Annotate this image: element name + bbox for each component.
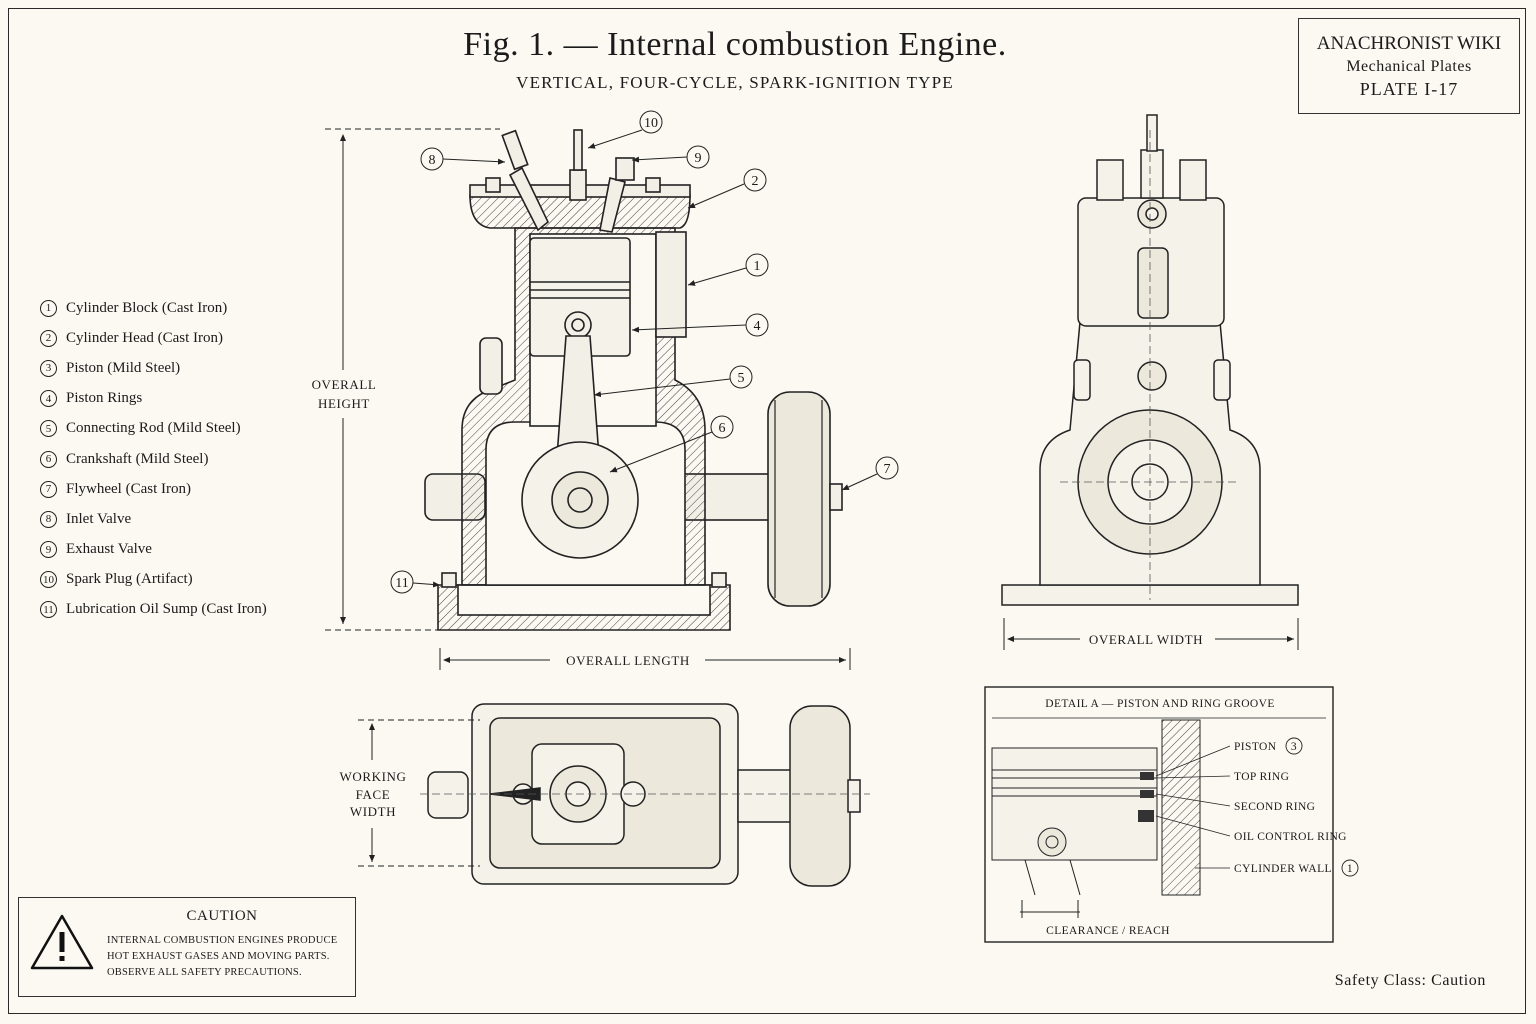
legend-label: Piston Rings [66,390,143,407]
legend-label: Flywheel (Cast Iron) [66,480,191,497]
legend-number: 4 [40,390,57,408]
callout-10: 10 [644,116,658,131]
callout-11: 11 [395,576,408,591]
legend-number: 2 [40,329,57,347]
legend-label: Cylinder Block (Cast Iron) [66,299,228,316]
legend-item: 10 Spark Plug (Artifact) [40,565,267,595]
legend-number: 5 [40,420,57,438]
overall-height-label-2: HEIGHT [318,396,370,411]
legend-item: 5 Connecting Rod (Mild Steel) [40,414,267,444]
parts-legend: 1 Cylinder Block (Cast Iron) 2 Cylinder He… [40,293,267,625]
callout-4: 4 [754,319,761,334]
figure-title: Fig. 1. — Internal combustion Engine. [463,26,1007,63]
legend-label: Connecting Rod (Mild Steel) [66,420,241,437]
legend-number: 3 [40,359,57,377]
detail-label-oil-ring: OIL CONTROL RING [1234,831,1347,843]
plate-info-box: ANACHRONIST WIKI Mechanical Plates PLATE… [1298,18,1520,114]
top-view [420,703,870,887]
caution-box: CAUTION INTERNAL COMBUSTION ENGINES PROD… [18,897,356,997]
overall-width-dimension [1003,618,1299,650]
legend-label: Exhaust Valve [66,541,152,558]
overall-height-dimension [325,128,500,631]
legend-label: Lubrication Oil Sump (Cast Iron) [66,601,267,618]
legend-item: 9 Exhaust Valve [40,535,267,565]
warning-triangle-icon [30,914,94,970]
working-face-label-3: WIDTH [350,804,396,819]
legend-item: 8 Inlet Valve [40,504,267,534]
plate-frame [8,8,1526,1014]
detail-label-second-ring: SECOND RING [1234,801,1315,813]
legend-item: 3 Piston (Mild Steel) [40,353,267,383]
figure-subtitle: VERTICAL, FOUR-CYCLE, SPARK-IGNITION TYP… [516,73,954,92]
detail-label-cylinder-wall: CYLINDER WALL [1234,863,1332,875]
legend-number: 1 [40,299,57,317]
overall-length-label: OVERALL LENGTH [566,653,690,668]
working-face-dimension [358,719,480,867]
front-view [1001,114,1299,606]
overall-width-label: OVERALL WIDTH [1089,632,1203,647]
legend-item: 1 Cylinder Block (Cast Iron) [40,293,267,323]
plate-number: PLATE I-17 [1359,79,1459,99]
legend-number: 9 [40,541,57,559]
legend-item: 4 Piston Rings [40,384,267,414]
callout-9: 9 [695,151,702,166]
callout-8: 8 [429,153,436,168]
legend-number: 6 [40,450,57,468]
legend-number: 7 [40,480,57,498]
detail-cylinder-wall-num: 1 [1347,863,1353,875]
detail-a-title: DETAIL A — PISTON AND RING GROOVE [1045,698,1275,710]
working-face-label-1: WORKING [339,769,406,784]
legend-label: Spark Plug (Artifact) [66,571,193,588]
legend-number: 10 [40,571,57,589]
legend-item: 11 Lubrication Oil Sump (Cast Iron) [40,595,267,625]
callout-5: 5 [738,371,745,386]
detail-label-top-ring: TOP RING [1234,771,1289,783]
overall-length-dimension [439,648,851,670]
legend-item: 2 Cylinder Head (Cast Iron) [40,323,267,353]
overall-height-label-1: OVERALL [312,377,377,392]
side-view-callouts [390,110,899,594]
detail-a-box [984,686,1359,943]
callout-6: 6 [719,421,726,436]
legend-label: Inlet Valve [66,510,132,527]
legend-label: Cylinder Head (Cast Iron) [66,329,224,346]
safety-class: Safety Class: Caution [1334,972,1486,989]
detail-label-clearance: CLEARANCE / REACH [1046,925,1170,937]
working-face-label-2: FACE [356,787,391,802]
legend-label: Crankshaft (Mild Steel) [66,450,209,467]
legend-item: 6 Crankshaft (Mild Steel) [40,444,267,474]
legend-number: 8 [40,510,57,528]
detail-label-piston: PISTON [1234,741,1277,753]
legend-item: 7 Flywheel (Cast Iron) [40,474,267,504]
legend-number: 11 [40,601,57,619]
callout-1: 1 [754,259,761,274]
legend-label: Piston (Mild Steel) [66,359,181,376]
plate-series: Mechanical Plates [1346,58,1472,75]
caution-body: INTERNAL COMBUSTION ENGINES PRODUCE HOT … [107,935,338,978]
caution-title: CAUTION [186,908,258,924]
callout-7: 7 [884,462,891,477]
plate-wiki-name: ANACHRONIST WIKI [1316,33,1502,54]
detail-piston-num: 3 [1291,741,1297,753]
side-section-view [424,129,843,631]
callout-2: 2 [752,174,759,189]
